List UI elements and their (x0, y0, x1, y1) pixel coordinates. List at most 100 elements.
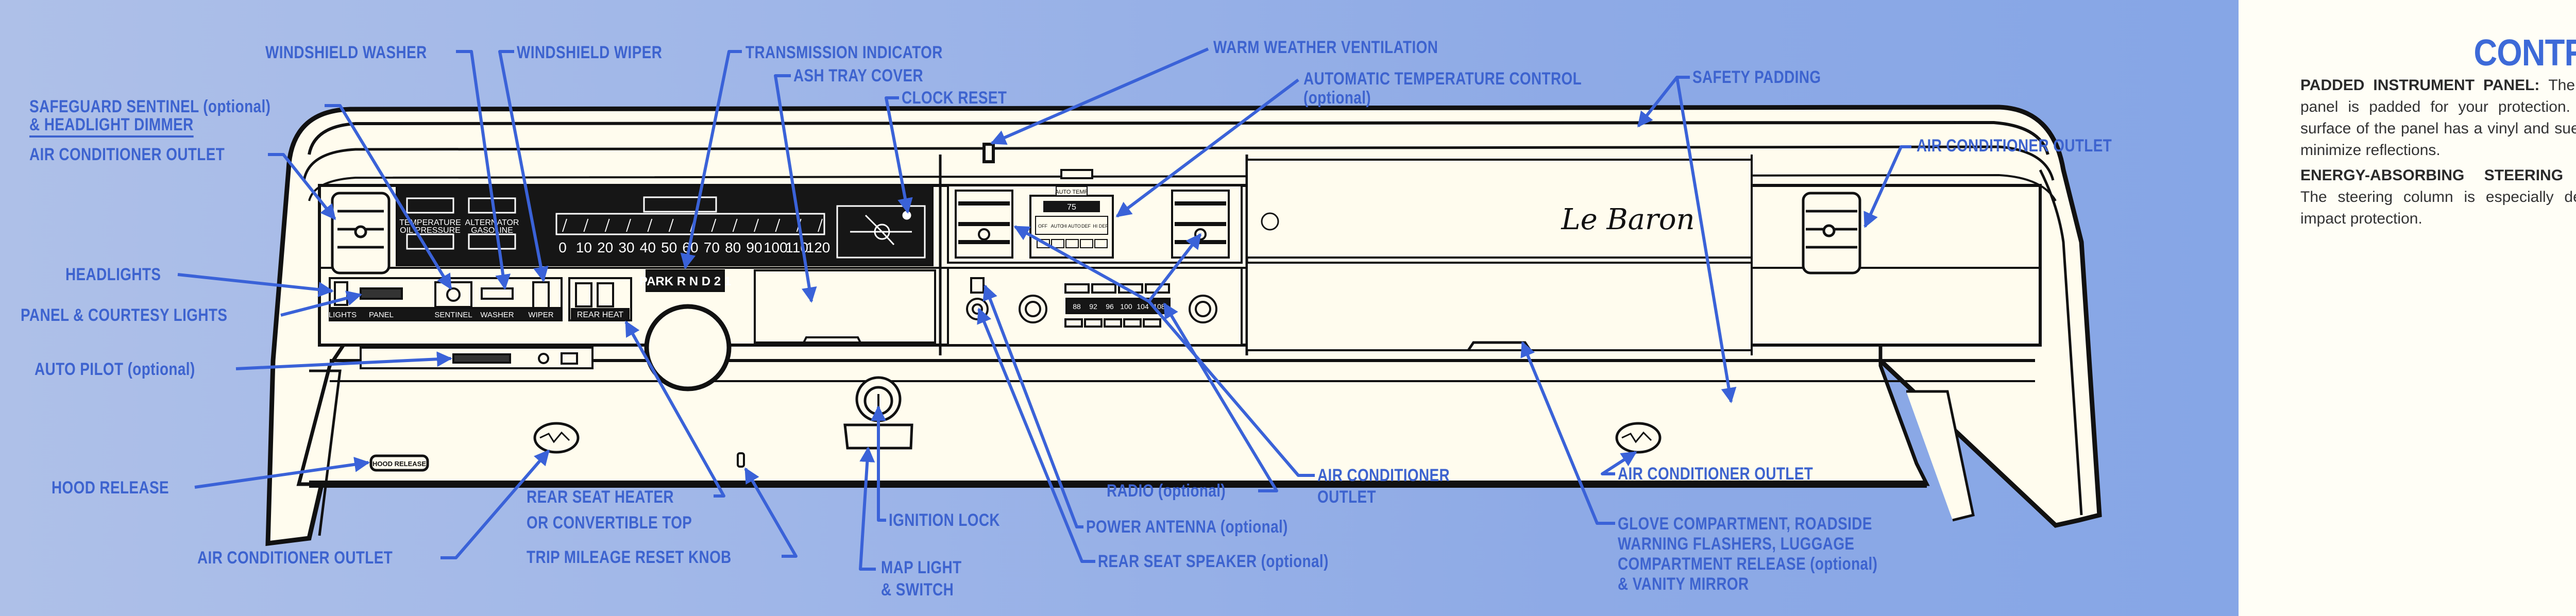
speedometer-tick-label: 40 (640, 239, 656, 255)
leader-ac-center-a (1013, 225, 1315, 477)
label-warm-weather-ventilation: WARM WEATHER VENTILATION (1213, 38, 1438, 57)
label-trip-mileage-reset: TRIP MILEAGE RESET KNOB (527, 547, 732, 567)
label-ash-tray-cover: ASH TRAY COVER (793, 66, 924, 85)
label-glove-compartment-3: COMPARTMENT RELEASE (optional) (1618, 554, 1878, 574)
leader-auto-temp (1115, 78, 1299, 218)
label-convertible-top: OR CONVERTIBLE TOP (527, 513, 692, 533)
label-windshield-wiper: WINDSHIELD WIPER (517, 43, 663, 62)
radio-dial-number: 96 (1106, 302, 1114, 311)
switch-label: WASHER (480, 311, 514, 319)
speedometer-tick-label: 90 (746, 239, 762, 255)
section-body: The instrument panel is padded for your … (2300, 77, 2576, 159)
label-glove-compartment-1: GLOVE COMPARTMENT, ROADSIDE (1618, 514, 1872, 534)
gauge-label-temperature: TEMPERATURE (399, 218, 461, 227)
gauge-label-oil-pressure: OIL PRESSURE (400, 226, 461, 235)
hood-release-handle (369, 454, 429, 472)
label-map-light: MAP LIGHT (881, 558, 962, 577)
transmission-indicator (646, 269, 725, 292)
label-ignition-lock: IGNITION LOCK (889, 510, 1000, 530)
leader-ignition (871, 405, 886, 522)
leader-hood-release (194, 456, 370, 489)
radio (947, 267, 1243, 346)
right-ac-outlet (1802, 192, 1861, 275)
leader-windshield-wiper (498, 50, 549, 282)
auto-temp-mode: DEF (1081, 224, 1091, 229)
gauge-label-alternator: ALTERNATOR (465, 218, 519, 227)
label-power-antenna: POWER ANTENNA (optional) (1086, 517, 1288, 537)
section-body: The steering column is especially design… (2300, 189, 2576, 227)
leader-panel-lights (280, 290, 362, 317)
speedometer-tick (775, 218, 781, 232)
le-baron-script: Le Baron (1561, 203, 1694, 236)
label-clock-reset: CLOCK RESET (902, 88, 1007, 108)
panel-title: CONTROLS (2473, 32, 2576, 74)
leader-sentinel (325, 104, 452, 290)
label-hood-release: HOOD RELEASE (52, 478, 169, 498)
label-headlight-dimmer: & HEADLIGHT DIMMER (29, 115, 194, 134)
label-rear-seat-speaker: REAR SEAT SPEAKER (optional) (1098, 552, 1329, 571)
speedometer-tick (711, 218, 717, 232)
label-ac-outlet-right-upper: AIR CONDITIONER OUTLET (1917, 136, 2112, 156)
leader-safety-padding-b (1675, 77, 1737, 403)
leader-rear-speaker (977, 307, 1095, 563)
label-map-light-switch: & SWITCH (881, 580, 954, 600)
switch-panel (329, 277, 632, 321)
label-glove-compartment-2: WARNING FLASHERS, LUGGAGE (1618, 534, 1855, 554)
auto-temp-mode: HI AUTO (1062, 224, 1081, 229)
leader-glove (1520, 341, 1615, 525)
speedometer-tick (647, 218, 653, 232)
leader-power-antenna (982, 284, 1083, 528)
switch-label: LIGHTS (329, 311, 357, 319)
leader-rear-heater (624, 320, 725, 498)
leader-radio (1163, 302, 1278, 492)
hood-release-handle-label: HOOD RELEASE (372, 460, 426, 468)
leader-headlights (177, 273, 334, 298)
label-rear-seat-heater: REAR SEAT HEATER (527, 487, 674, 507)
label-panel-courtesy-lights: PANEL & COURTESY LIGHTS (21, 305, 228, 325)
trip-reset-knob (737, 452, 745, 468)
power-antenna-switch (970, 277, 985, 294)
transmission-display: PARK R N D 2 1 (639, 275, 731, 288)
leader-ash-tray (774, 74, 817, 303)
speedometer-tick (626, 218, 631, 232)
radio-dial-number: 92 (1089, 302, 1097, 311)
switch-label: PANEL (369, 311, 394, 319)
label-safety-padding: SAFETY PADDING (1692, 67, 1821, 87)
odometer (643, 196, 717, 213)
section-heading: ENERGY-ABSORBING STEERING COLUMN: (2300, 167, 2576, 184)
diagram-area: TEMPERATURE ALTERNATOR OIL PRESSURE GASO… (0, 0, 2239, 616)
auto-pilot-control (360, 347, 594, 369)
speedometer-tick-label: 50 (661, 239, 677, 255)
speedometer-tick (754, 218, 759, 232)
speedometer-tick-label: 100 (764, 239, 788, 255)
leader-trip-reset (744, 467, 798, 558)
speedometer-tick-label: 70 (704, 239, 720, 255)
warm-weather-vent-knob (982, 143, 995, 163)
radio-dial-number: 100 (1120, 302, 1132, 311)
radio-dial-number: 104 (1137, 302, 1149, 311)
leader-warm-vent (990, 47, 1209, 145)
gauge-label-gasoline: GASOLINE (471, 226, 513, 235)
leader-ac-left-lower (440, 449, 550, 559)
steering-column-hub (644, 304, 732, 391)
auto-temp-mode: HI DEF (1093, 224, 1108, 229)
speedometer-tick-label: 20 (597, 239, 613, 255)
label-ac-outlet-left-upper: AIR CONDITIONER OUTLET (29, 145, 225, 164)
gauge-temperature (406, 197, 516, 250)
label-radio: RADIO (optional) (1107, 481, 1226, 501)
switch-label: SENTINEL (434, 311, 472, 319)
leader-ac-left-upper (268, 153, 336, 220)
auto-temp-label: AUTO TEMP (1055, 189, 1088, 195)
speedometer-tick-label: 0 (558, 239, 567, 255)
section-padded-instrument-panel: PADDED INSTRUMENT PANEL: The instrument … (2300, 75, 2576, 161)
left-lower-ac-outlet (533, 422, 580, 454)
speedometer-tick-label: 10 (576, 239, 592, 255)
left-ac-outlet (331, 192, 391, 275)
leader-transmission (680, 50, 742, 269)
leader-lines (177, 47, 1911, 571)
rear-heat-label: REAR HEAT (577, 311, 624, 319)
speedometer-tick (562, 218, 567, 232)
